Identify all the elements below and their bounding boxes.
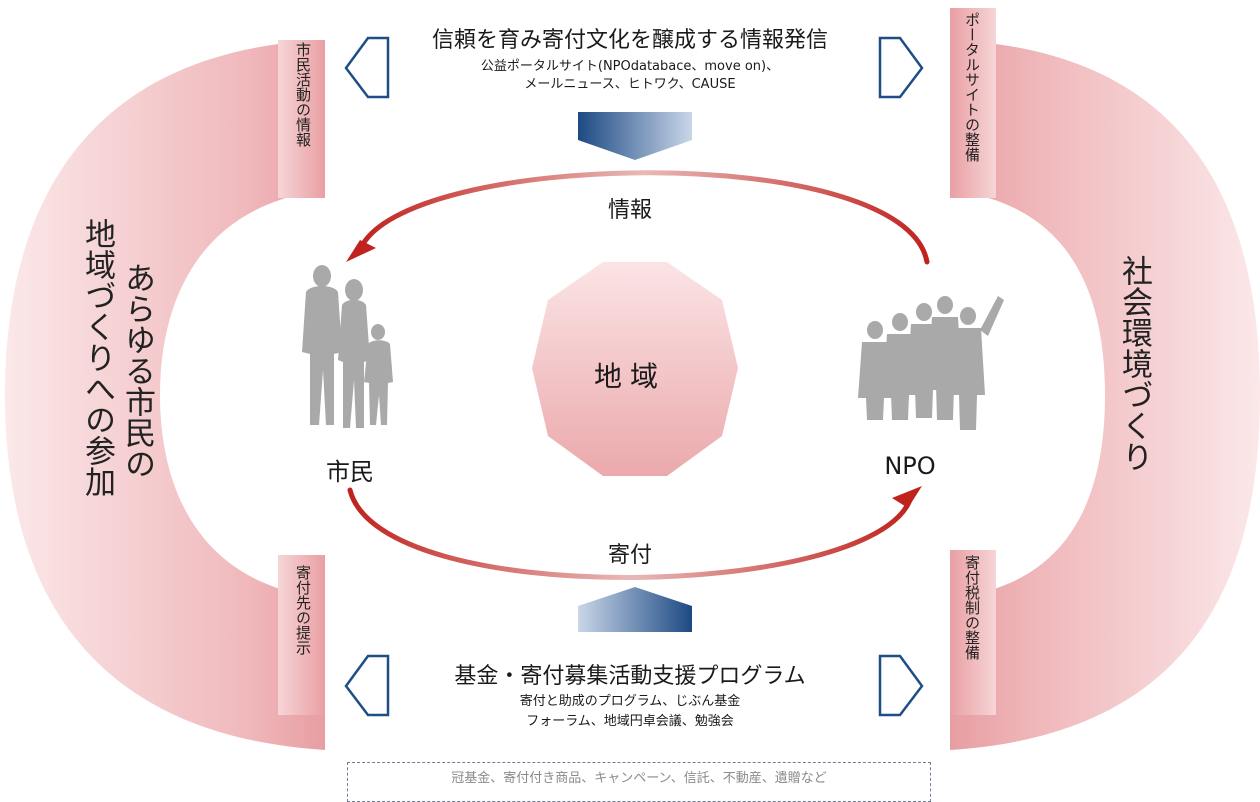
npo-group-silhouette — [858, 296, 1004, 430]
left-top-tab — [278, 40, 325, 198]
bracket-bottom-right — [878, 654, 924, 717]
bracket-top-left — [344, 36, 390, 99]
info-arrowhead — [346, 240, 376, 262]
right-arc-text: 社会環境づくり — [1116, 255, 1152, 472]
right-top-tab-label: ポータルサイトの整備 — [963, 12, 981, 162]
bracket-top-right — [878, 36, 924, 99]
left-arc-text-line2: 地域づくりへの参加 — [79, 218, 115, 497]
right-bottom-tab-label: 寄付税制の整備 — [963, 555, 981, 660]
bottom-block-line2: フォーラム、地域円卓会議、勉強会 — [526, 714, 734, 729]
info-label: 情報 — [607, 198, 652, 223]
top-block-line2: メールニュース、ヒトワク、CAUSE — [524, 77, 736, 92]
left-top-tab-label: 市民活動の情報 — [294, 42, 312, 147]
left-bottom-tab-label: 寄付先の提示 — [294, 565, 312, 655]
right-bottom-tab — [950, 550, 996, 715]
left-arc-band — [5, 40, 325, 750]
note-text: 冠基金、寄付付き商品、キャンペーン、信託、不動産、遺贈など — [451, 771, 827, 786]
right-top-tab — [950, 8, 996, 198]
info-arrow-curve — [357, 170, 930, 265]
donation-arrowhead — [892, 486, 922, 508]
donation-arrow-curve — [347, 487, 913, 580]
chevron-up-icon — [578, 587, 692, 632]
region-octagon — [532, 262, 738, 476]
citizen-family-silhouette — [302, 265, 393, 428]
left-arc-text-line1: あらゆる市民の — [119, 262, 155, 479]
left-bottom-tab — [278, 555, 325, 715]
bracket-bottom-left — [344, 654, 390, 717]
region-label: 地域 — [593, 360, 666, 393]
donation-label: 寄付 — [607, 543, 652, 568]
bottom-block-line1: 寄付と助成のプログラム、じぶん基金 — [519, 694, 741, 709]
chevron-down-icon — [578, 112, 692, 160]
top-block-title: 信頼を育み寄付文化を醸成する情報発信 — [431, 28, 828, 53]
npo-label: NPO — [884, 452, 936, 480]
top-block-line1: 公益ポータルサイト(NPOdatabace、move on)、 — [480, 59, 780, 74]
bottom-block-title: 基金・寄付募集活動支援プログラム — [454, 664, 806, 689]
right-arc-band — [950, 40, 1260, 750]
citizen-label: 市民 — [326, 458, 374, 486]
